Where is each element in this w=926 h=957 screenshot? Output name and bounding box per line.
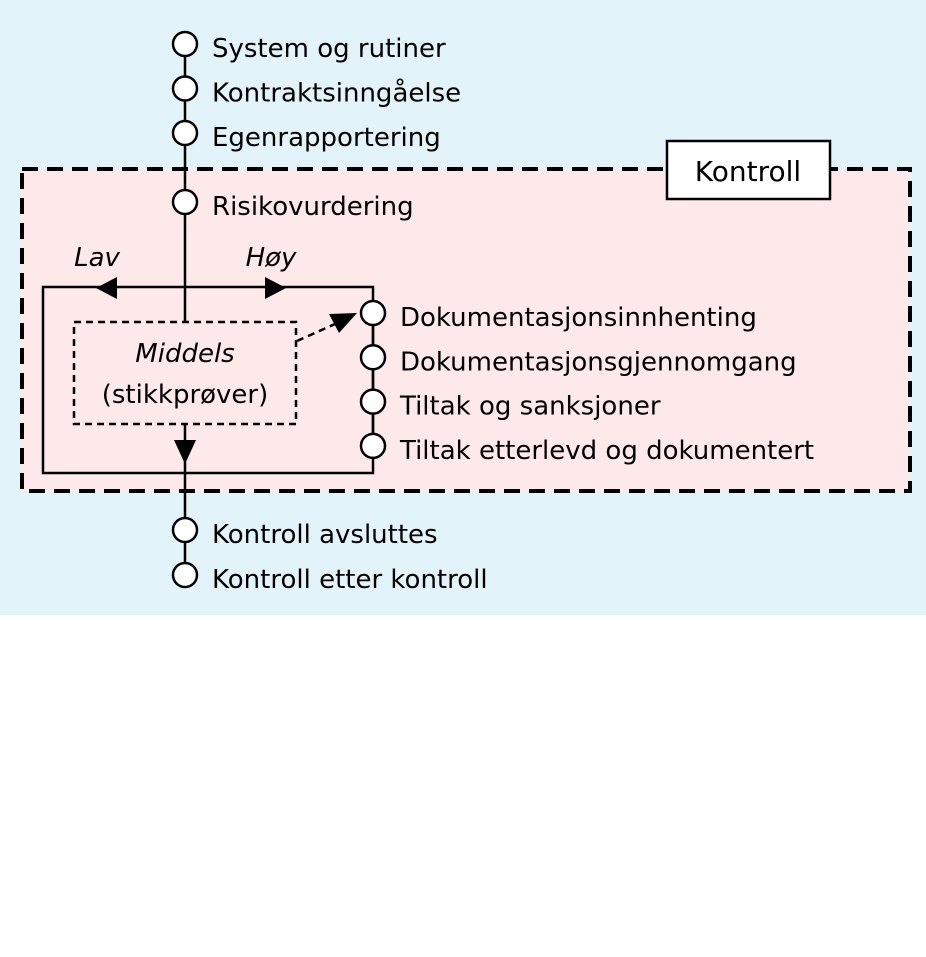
middle-sublabel: (stikkprøver) — [102, 380, 269, 410]
detail-step-node — [359, 344, 387, 371]
detail-step-label: Tiltak etterlevd og dokumentert — [399, 436, 814, 466]
detail-step-label: Dokumentasjonsgjennomgang — [400, 347, 797, 377]
dashed-connector-arrowhead — [329, 313, 357, 333]
risk-label: Risikovurdering — [212, 192, 414, 222]
step-before-label: System og rutiner — [212, 34, 446, 64]
middle-label: Middels — [135, 339, 234, 369]
detail-step-label: Dokumentasjonsinnhenting — [400, 303, 757, 333]
step-before-label: Egenrapportering — [212, 123, 441, 153]
middle-box — [72, 320, 298, 426]
dashed-connector — [296, 322, 336, 343]
detail-step-node — [359, 299, 387, 327]
control-title-box — [665, 139, 832, 201]
arrow-low — [96, 277, 117, 299]
step-before-label: Kontraktsinngåelse — [212, 78, 461, 109]
step-after-label: Kontroll avsluttes — [212, 520, 438, 550]
arrow-down — [174, 440, 196, 464]
branch-low-label: Lav — [74, 243, 120, 273]
control-title: Kontroll — [695, 155, 801, 188]
arrow-high — [265, 277, 286, 299]
detail-step-node — [359, 432, 387, 460]
detail-step-label: Tiltak og sanksjoner — [399, 392, 661, 422]
step-before-node — [171, 30, 199, 58]
step-before-node — [171, 75, 199, 102]
detail-step-node — [359, 388, 387, 415]
branch-high-label: Høy — [246, 243, 297, 273]
step-before-node — [171, 119, 199, 147]
step-after-node — [171, 561, 199, 589]
step-after-label: Kontroll etter kontroll — [212, 565, 488, 595]
step-after-node — [171, 516, 199, 544]
risk-node — [171, 188, 199, 216]
